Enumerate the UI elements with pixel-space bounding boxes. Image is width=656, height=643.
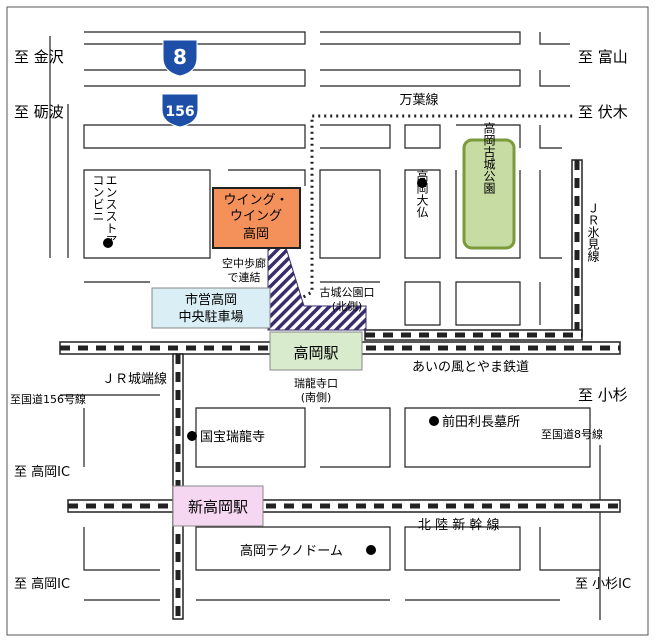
maeda-marker [429,416,439,426]
zuiryuji-label: 国宝瑞龍寺 [200,429,265,445]
dest-fushiki: 至 伏木 [578,103,628,121]
zuiryuji-marker [187,431,197,441]
wing-label-2: ウイング [230,209,282,224]
zuiryuji-exit-label-1: 瑞龍寺口 [294,376,338,390]
dest-tonami: 至 砺波 [14,103,64,121]
techno-dome-marker [366,545,376,555]
dest-takaoka-ic-1: 至 高岡IC [14,464,70,480]
takaoka-station-box [269,331,363,371]
shin-takaoka-station-label: 新高岡駅 [188,498,248,516]
svg-text:156: 156 [165,104,194,120]
dest-route156: 至国道156号線 [10,392,86,406]
jr-himi-line-label: ＪＲ氷見線 [586,202,600,262]
wing-label-3: 高岡 [243,226,269,242]
dest-kosugi-ic: 至 小杉IC [575,577,631,592]
dest-toyama: 至 富山 [578,48,628,66]
conv-marker [103,238,113,248]
conv-label-col2: エンスストア [104,174,118,246]
dest-takaoka-ic-2: 至 高岡IC [14,576,70,592]
railway-shinkansen [67,499,621,513]
wing-label-1: ウイング・ [223,193,288,208]
techno-dome-label: 高岡テクノドーム [240,543,343,559]
shin-takaoka-station-box [172,485,264,527]
daibutsu-marker [417,178,427,188]
walkway-label-2: で連結 [228,270,261,284]
parking-box [151,287,271,329]
kojo-exit-label-1: 古城公園口 [320,286,375,299]
maeda-label: 前田利長墓所 [442,414,520,430]
ai-kaze-line-label: あいの風とやま鉄道 [412,360,529,375]
shinkansen-label: 北 陸 新 幹 線 [418,517,500,533]
wing-wing-takaoka-box [212,187,301,249]
daibutsu-label: 高岡大仏 [415,169,429,218]
parking-label-1: 市営高岡 [185,292,237,308]
svg-text:8: 8 [173,45,187,69]
takaoka-station-label: 高岡駅 [293,344,338,362]
kojo-park-box [462,138,516,250]
conv-label-col1: コンビニ [91,174,105,222]
route-8-shield: 8 [162,39,198,77]
manyo-line-label: 万葉線 [399,92,438,108]
railway-jr-himi [364,159,583,341]
kojo-exit-label-2: (北側) [332,300,363,313]
jr-joha-line-label: ＪＲ城端線 [102,371,167,387]
walkway-label-1: 空中歩廊 [222,256,266,270]
kojo-park-label: 高岡古城公園 [482,121,496,194]
zuiryuji-exit-label-2: (南側) [301,391,332,404]
dest-kanazawa: 至 金沢 [14,48,64,66]
dest-route8: 至国道8号線 [541,427,603,441]
parking-label-2: 中央駐車場 [178,310,243,325]
dest-oyabe: 至 小杉 [578,386,628,404]
route-156-shield: 156 [161,93,199,128]
